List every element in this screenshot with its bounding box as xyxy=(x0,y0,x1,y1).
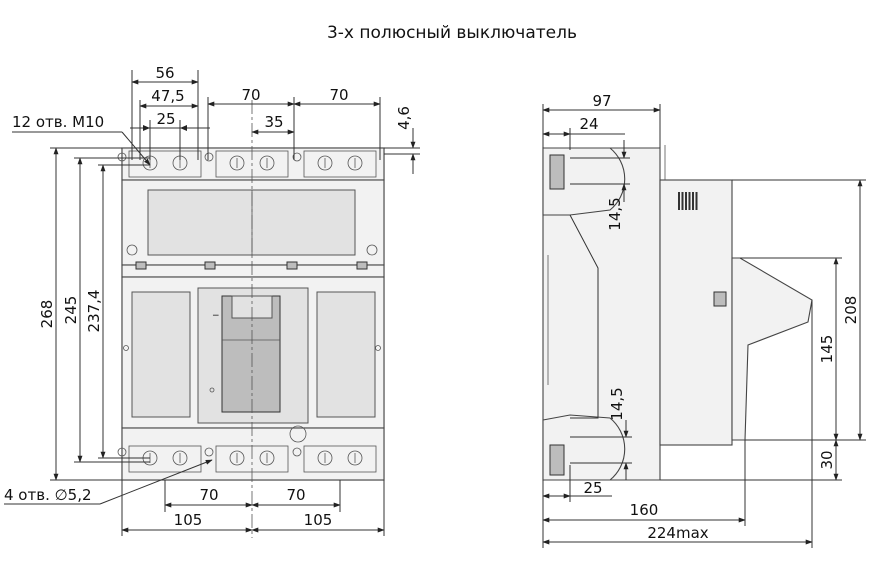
dim-14-5-top: 14,5 xyxy=(606,197,624,230)
test-button-icon xyxy=(289,425,307,443)
dim-56: 56 xyxy=(155,64,174,82)
terminal-screw-icon xyxy=(259,155,275,171)
terminal-block xyxy=(303,150,377,178)
terminal-screw-icon xyxy=(172,450,188,466)
dim-25-front: 25 xyxy=(156,110,175,128)
drawing-title: 3-х полюсный выключатель xyxy=(327,23,577,43)
divider-rail xyxy=(121,264,385,278)
grille-slot xyxy=(695,192,698,210)
dim-237-4: 237,4 xyxy=(85,290,103,333)
dim-70-top-right: 70 xyxy=(329,86,348,104)
grille-slot xyxy=(678,192,680,210)
off-mark: − xyxy=(212,311,220,321)
mount-hole-icon xyxy=(117,152,127,162)
terminal-block xyxy=(128,445,202,473)
dim-245: 245 xyxy=(62,296,80,325)
mount-hole-icon xyxy=(117,447,127,457)
dim-35: 35 xyxy=(264,113,283,131)
dim-30: 30 xyxy=(818,450,836,469)
mount-hole-icon xyxy=(292,447,302,457)
terminal-screw-icon xyxy=(259,450,275,466)
grille-slot xyxy=(681,192,684,210)
terminal-block xyxy=(128,150,202,178)
mount-hole-icon xyxy=(204,152,214,162)
terminal-screw-icon xyxy=(317,155,333,171)
front-dimensions: 56 47,5 25 70 70 35 4,6 12 отв. М10 xyxy=(4,64,420,536)
bottom-terminal-strip xyxy=(121,427,385,481)
cover-grille xyxy=(678,192,698,210)
dim-47-5: 47,5 xyxy=(151,87,184,105)
dim-70-bottom-right: 70 xyxy=(286,486,305,504)
terminal-screw-icon xyxy=(347,450,363,466)
dim-224max: 224max xyxy=(647,524,708,542)
grille-slot xyxy=(688,192,691,210)
left-pole-window xyxy=(131,291,191,418)
terminal-screw-icon xyxy=(229,155,245,171)
dim-70-top-left: 70 xyxy=(241,86,260,104)
label-holes-bottom: 4 отв. ∅5,2 xyxy=(4,486,92,504)
dim-70-bottom-left: 70 xyxy=(199,486,218,504)
dim-25-side: 25 xyxy=(583,479,602,497)
grille-slot xyxy=(692,192,694,210)
screw-icon xyxy=(366,244,378,256)
side-handle xyxy=(731,257,813,441)
dim-105-right: 105 xyxy=(304,511,333,529)
nameplate-window xyxy=(147,189,356,256)
dim-145: 145 xyxy=(818,335,836,364)
grille-slot xyxy=(685,192,687,210)
side-view xyxy=(542,145,813,481)
side-cover xyxy=(659,179,733,446)
mount-hole-icon xyxy=(292,152,302,162)
terminal-screw-icon xyxy=(347,155,363,171)
dim-160: 160 xyxy=(630,501,659,519)
screw-icon xyxy=(126,244,138,256)
dim-268: 268 xyxy=(38,300,56,329)
dim-4-6: 4,6 xyxy=(395,106,413,130)
top-terminal-strip xyxy=(121,147,385,181)
terminal-screw-icon xyxy=(229,450,245,466)
dim-24: 24 xyxy=(579,115,598,133)
dim-14-5-bottom: 14,5 xyxy=(608,387,626,420)
dim-97: 97 xyxy=(592,92,611,110)
dim-208: 208 xyxy=(842,296,860,325)
dim-105-left: 105 xyxy=(174,511,203,529)
front-view: − xyxy=(117,100,385,538)
terminal-block xyxy=(303,445,377,473)
side-dimensions: 97 24 14,5 14,5 208 145 30 25 xyxy=(542,92,866,548)
terminal-screw-icon xyxy=(317,450,333,466)
right-pole-window xyxy=(316,291,376,418)
mount-hole-icon xyxy=(204,447,214,457)
label-holes-top: 12 отв. М10 xyxy=(12,113,104,131)
